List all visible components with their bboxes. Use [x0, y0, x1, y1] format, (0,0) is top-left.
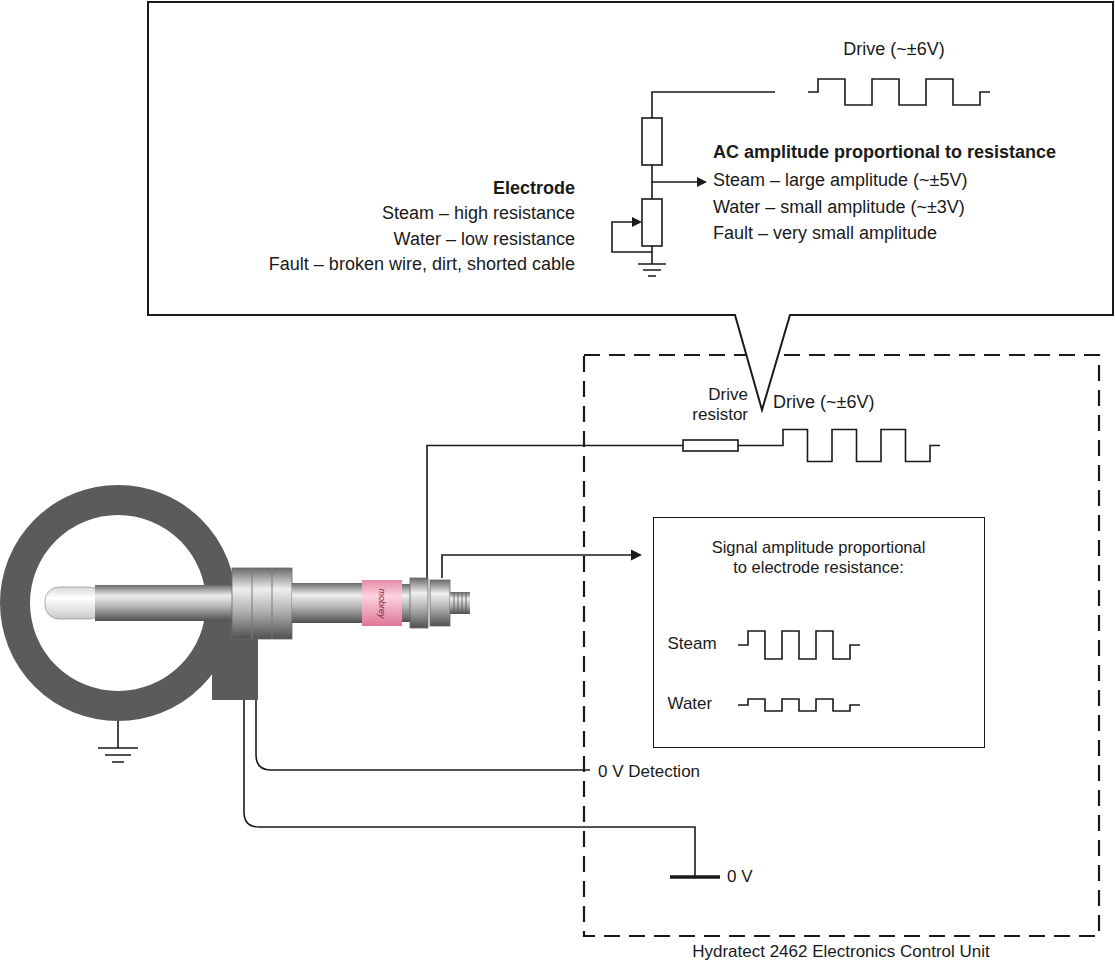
terminal-washer	[410, 578, 428, 628]
node-text: 0 V	[727, 867, 753, 887]
resistor-symbol	[642, 118, 662, 165]
pink-sleeve	[362, 580, 402, 626]
output-arrow-line	[652, 181, 698, 183]
square-wave	[738, 699, 860, 711]
earth-symbol	[98, 719, 138, 762]
arrow-head	[697, 177, 707, 187]
node-text: Signal amplitude proportional to electro…	[708, 538, 930, 578]
control-unit-box: Signal amplitude proportional to electro…	[583, 355, 1100, 936]
terminal-nut	[430, 580, 450, 626]
electrode-neck	[292, 583, 364, 623]
node-text: Drive resistor	[668, 385, 748, 426]
arrow-head	[631, 550, 642, 561]
hex-facets	[252, 568, 272, 639]
wire	[652, 92, 775, 118]
brand-mark: mobrey	[377, 588, 388, 618]
callout-box: Drive (~±6V) ElectrodeSteam – high resist…	[148, 2, 1113, 315]
node-text: Water – low resistance	[394, 229, 575, 251]
control-unit-outline	[584, 355, 1099, 936]
zero-volt-bar	[670, 875, 720, 879]
node-text: Fault – broken wire, dirt, shorted cable	[269, 254, 575, 276]
drive-wire	[427, 446, 683, 579]
signal-box: Signal amplitude proportional to electro…	[653, 517, 985, 748]
node-text: Water – small amplitude (~±3V)	[713, 197, 965, 219]
wire	[651, 246, 653, 264]
callout-outline	[148, 2, 1113, 410]
wire	[738, 445, 773, 447]
hex-nut	[232, 568, 292, 639]
node-text: 0 V Detection	[598, 762, 700, 782]
zero-volt-wire	[244, 700, 695, 876]
arrow-head	[632, 217, 642, 227]
node-text: Hydratect 2462 Electronics Control Unit	[692, 942, 990, 962]
node-text: Drive (~±6V)	[843, 39, 944, 61]
square-wave	[773, 430, 940, 462]
drive-resistor-symbol	[683, 440, 738, 451]
signal-wire	[442, 555, 632, 578]
node-text: Steam – large amplitude (~±5V)	[713, 170, 968, 192]
detection-wire	[256, 700, 590, 770]
node-text: AC amplitude proportional to resistance	[713, 142, 1056, 164]
electrode-tip	[45, 587, 103, 619]
node-text: Water	[668, 694, 713, 714]
node-text: Drive (~±6V)	[773, 392, 874, 414]
square-wave	[808, 79, 990, 105]
thread-lines	[454, 592, 466, 614]
node-text: Fault – very small amplitude	[713, 223, 937, 245]
node-text: Electrode	[493, 178, 575, 200]
electrode-resistor-symbol	[642, 199, 662, 246]
ground-symbol	[638, 264, 666, 276]
probe-illustration	[15, 500, 470, 706]
square-wave	[738, 631, 860, 659]
collar	[402, 584, 410, 622]
node-text: Steam	[668, 634, 717, 654]
node-text: Steam – high resistance	[382, 203, 575, 225]
terminal-thread	[450, 592, 470, 614]
electrode-shaft	[95, 585, 234, 621]
